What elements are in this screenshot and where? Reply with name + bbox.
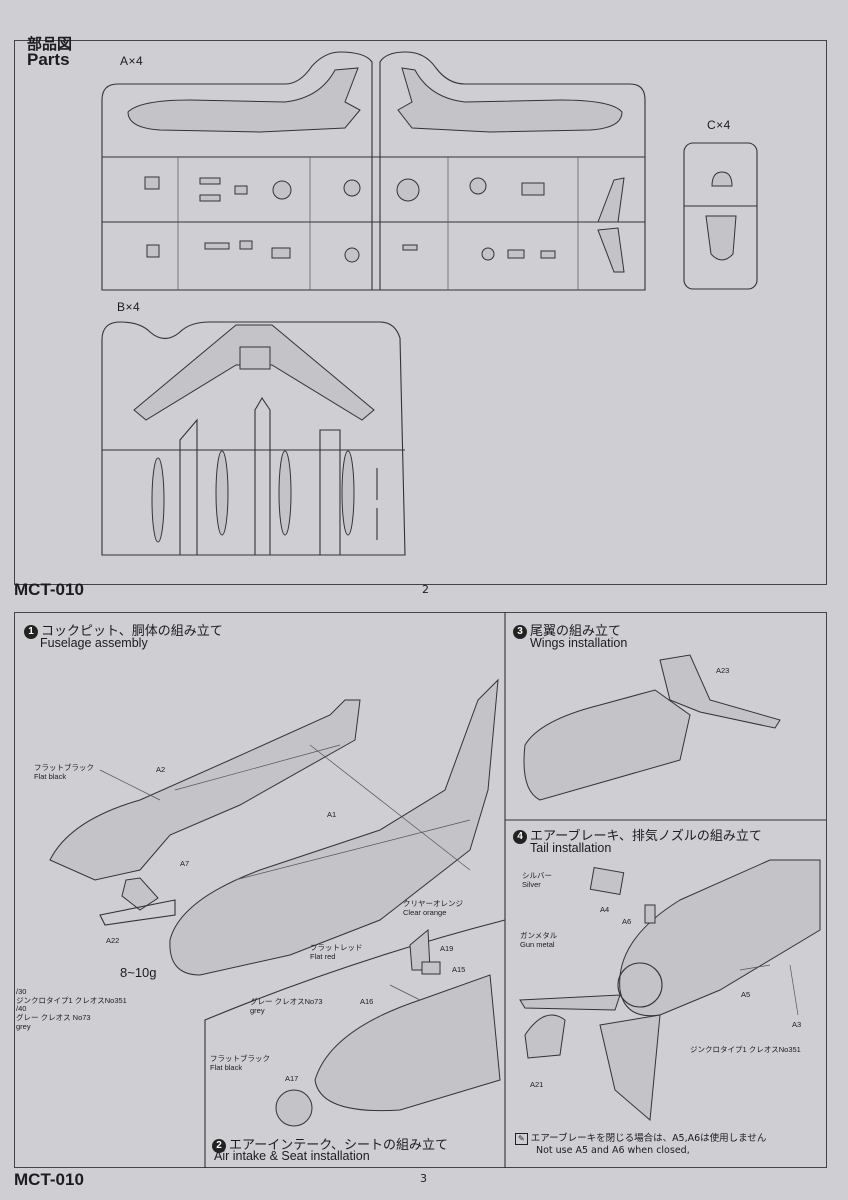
callout-a16: A16 (360, 997, 374, 1006)
color-note-line: ジンクロタイプ1 クレオスNo351 (16, 995, 127, 1005)
step2-flat-red-jp: フラットレッド (310, 943, 363, 952)
step4-note: ✎エアーブレーキを閉じる場合は、A5,A6は使用しません Not use A5 … (515, 1133, 766, 1156)
sprue-b-label: B×4 (117, 300, 141, 314)
step4-silver-en: Silver (522, 879, 541, 889)
step4-gun-metal-jp: ガンメタル (520, 931, 558, 940)
step2-flat-red: フラットレッド Flat red (310, 943, 363, 961)
sprue-c-drawing (683, 142, 758, 290)
step4-silver-jp: シルバー (522, 871, 552, 880)
assembly-page-code: MCT-010 (14, 1170, 84, 1189)
step1-flat-black: フラットブラック Flat black (34, 763, 94, 781)
step1-number: 1 (24, 625, 38, 639)
color-note-line: グレー クレオス No73 (16, 1012, 91, 1022)
step3-number: 3 (513, 625, 527, 639)
parts-title-en: Parts (27, 50, 70, 69)
callout-a21: A21 (530, 1080, 544, 1089)
callout-a23: A23 (716, 666, 730, 675)
color-note-line: /30 (16, 987, 27, 996)
callout-a17: A17 (285, 1074, 299, 1083)
step2-flat-black-en: Flat black (210, 1062, 243, 1072)
callout-a22: A22 (106, 936, 120, 945)
step2-clear-orange-en: Clear orange (403, 907, 447, 917)
sprue-a-label: A×4 (120, 54, 144, 68)
step2-number: 2 (212, 1139, 226, 1153)
step4-note-jp: エアーブレーキを閉じる場合は、A5,A6は使用しません (530, 1133, 767, 1144)
step2-title-jp: エアーインテーク、シートの組み立て (229, 1138, 449, 1153)
step1-flat-black-jp: フラットブラック (34, 763, 94, 772)
step2-flat-black-jp: フラットブラック (210, 1054, 270, 1063)
step4-gun-metal: ガンメタル Gun metal (520, 931, 558, 949)
color-note-line: /40 (16, 1004, 27, 1014)
step2-clear-orange-jp: クリヤーオレンジ (403, 899, 463, 908)
callout-a1: A1 (327, 810, 337, 819)
weight-label: 8~10g (120, 965, 157, 980)
step4-title-jp: エアーブレーキ、排気ノズルの組み立て (530, 829, 762, 844)
step3-title-jp: 尾翼の組み立て (530, 624, 622, 639)
callout-a4: A4 (600, 905, 610, 914)
callout-a6: A6 (622, 917, 632, 926)
step2-clear-orange: クリヤーオレンジ Clear orange (403, 899, 463, 917)
callout-a5: A5 (741, 990, 751, 999)
step4-zinc-note: ジンクロタイプ1 クレオスNo351 (690, 1045, 801, 1054)
note-icon: ✎ (515, 1133, 528, 1145)
parts-title-jp: 部品図 (27, 35, 73, 53)
step3-title-en: Wings installation (530, 636, 628, 650)
step1-title-jp: コックピット、胴体の組み立て (41, 624, 223, 639)
assembly-page-frame (14, 612, 827, 1168)
step2-title-en: Air intake & Seat installation (214, 1149, 370, 1163)
parts-page-number: 2 (422, 583, 429, 596)
step4-silver: シルバー Silver (522, 871, 552, 889)
assembly-page-number: 3 (420, 1172, 427, 1185)
step2-grey: グレー クレオスNo73 grey (250, 997, 323, 1015)
callout-a3: A3 (792, 1020, 802, 1029)
step2-flat-red-en: Flat red (310, 951, 336, 961)
sprue-b-drawing (101, 321, 406, 556)
step1-title-en: Fuselage assembly (40, 636, 148, 650)
step4-title-en: Tail installation (530, 841, 612, 855)
step1-flat-black-en: Flat black (34, 771, 67, 781)
step2-grey-jp: グレー クレオスNo73 (250, 997, 323, 1006)
callout-a7: A7 (180, 859, 190, 868)
step2-grey-en: grey (250, 1005, 265, 1015)
step2-flat-black: フラットブラック Flat black (210, 1054, 270, 1072)
step1-color-notes: /30 ジンクロタイプ1 クレオスNo351 /40 グレー クレオス No73… (16, 987, 127, 1031)
step4-note-en: Not use A5 and A6 when closed, (536, 1144, 690, 1156)
sprue-c-label: C×4 (707, 118, 731, 132)
callout-a15: A15 (452, 965, 466, 974)
callout-a19: A19 (440, 944, 454, 953)
parts-page-frame (14, 40, 827, 585)
step4-gun-metal-en: Gun metal (520, 939, 555, 949)
step4-number: 4 (513, 830, 527, 844)
color-note-line: grey (16, 1021, 31, 1031)
parts-page-code: MCT-010 (14, 580, 84, 599)
callout-a2: A2 (156, 765, 166, 774)
sprue-a-drawing (101, 51, 646, 291)
